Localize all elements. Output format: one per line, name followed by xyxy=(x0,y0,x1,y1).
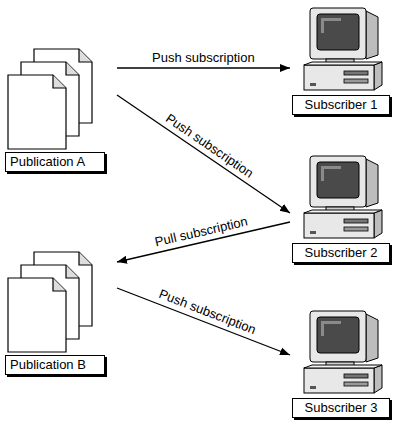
node-label: Publication A xyxy=(5,152,105,172)
subscriber-node: Subscriber 3 xyxy=(290,308,394,420)
node-label: Subscriber 1 xyxy=(292,95,390,115)
subscription-arrow xyxy=(117,67,290,68)
document-stack xyxy=(5,45,117,150)
computer-icon xyxy=(290,153,394,241)
edge-label: Push subscription xyxy=(152,50,255,66)
document-stack xyxy=(5,248,117,353)
node-label: Subscriber 2 xyxy=(292,243,390,263)
node-label: Publication B xyxy=(5,355,105,375)
edge-label: Push subscription xyxy=(156,286,257,338)
edge-label: Push subscription xyxy=(162,110,256,181)
subscriber-node: Subscriber 1 xyxy=(290,5,394,117)
edge-label: Pull subscription xyxy=(153,214,249,251)
computer-icon xyxy=(290,5,394,93)
subscription-arrow xyxy=(117,95,290,213)
node-label: Subscriber 3 xyxy=(292,398,390,418)
computer-icon xyxy=(290,308,394,396)
subscriber-node: Subscriber 2 xyxy=(290,153,394,265)
publication-node: Publication B xyxy=(5,248,117,376)
publication-node: Publication A xyxy=(5,45,117,173)
subscription-arrow xyxy=(117,288,290,355)
